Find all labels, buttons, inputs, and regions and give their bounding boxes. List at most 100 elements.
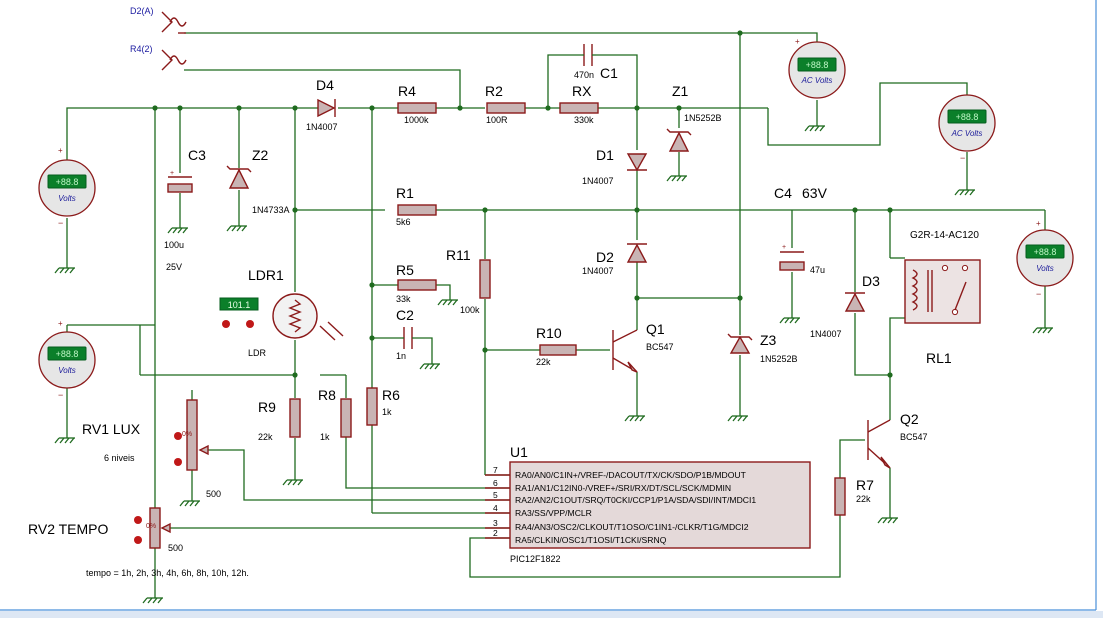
svg-text:101.1: 101.1	[228, 300, 251, 310]
resistor-r5: R5 33k	[396, 262, 437, 304]
svg-text:−: −	[1036, 289, 1041, 299]
svg-text:+: +	[170, 170, 174, 177]
svg-text:R4(2): R4(2)	[130, 44, 153, 54]
potentiometer-rv1: 0% RV1 LUX 6 niveis 500	[82, 399, 221, 499]
u1-pins: 7 6 5 4 3 2 RA0/AN0/C1IN+/VREF-/DACOUT/T…	[485, 465, 756, 545]
svg-text:D2(A): D2(A)	[130, 6, 154, 16]
dc-voltmeter-2: +88.8 Volts + −	[38, 319, 96, 400]
svg-text:RV1 LUX: RV1 LUX	[82, 421, 141, 437]
svg-text:BC547: BC547	[900, 432, 928, 442]
ldr-ldr1: LDR1 LDR 101.1	[219, 267, 344, 358]
svg-text:RV2 TEMPO: RV2 TEMPO	[28, 521, 109, 537]
svg-text:5k6: 5k6	[396, 217, 411, 227]
signal-d2a: D2(A)	[130, 6, 187, 34]
svg-text:D1: D1	[596, 147, 614, 163]
svg-text:1k: 1k	[382, 407, 392, 417]
resistor-r8: R8 1k	[318, 387, 352, 442]
svg-text:500: 500	[206, 489, 221, 499]
svg-text:G2R-14-AC120: G2R-14-AC120	[910, 230, 979, 241]
svg-text:−: −	[58, 218, 63, 228]
u1-pin-number: 3	[493, 518, 498, 528]
svg-text:Q1: Q1	[646, 321, 665, 337]
svg-text:Volts: Volts	[58, 366, 76, 375]
signal-r4-2: R4(2)	[130, 44, 187, 71]
svg-text:100k: 100k	[460, 305, 480, 315]
svg-text:Z2: Z2	[252, 147, 269, 163]
svg-text:6 niveis: 6 niveis	[104, 453, 135, 463]
svg-text:R7: R7	[856, 477, 874, 493]
svg-text:RX: RX	[572, 83, 592, 99]
svg-text:1N5252B: 1N5252B	[684, 113, 722, 123]
svg-text:PIC12F1822: PIC12F1822	[510, 554, 561, 564]
resistor-r10: R10 22k	[536, 325, 577, 367]
junction-dots	[152, 30, 893, 378]
capacitor-c4: + C4 63V 47u	[774, 185, 828, 275]
u1-pin-label: RA4/AN3/OSC2/CLKOUT/T1OSO/C1IN1-/CLKR/T1…	[515, 522, 749, 532]
svg-text:1N4007: 1N4007	[810, 329, 842, 339]
svg-text:D4: D4	[316, 77, 334, 93]
dc-voltmeter-1: +88.8 Volts + −	[38, 146, 96, 228]
resistor-r4: R4 1000k	[397, 83, 437, 125]
svg-text:22k: 22k	[536, 357, 551, 367]
u1-pin-label: RA5/CLKIN/OSC1/T1OSI/T1CKI/SRNQ	[515, 535, 667, 545]
zener-z3: Z3 1N5252B	[727, 332, 798, 364]
svg-text:47u: 47u	[810, 265, 825, 275]
resistor-r7: R7 22k	[834, 477, 874, 516]
svg-text:AC Volts: AC Volts	[801, 76, 833, 85]
u1-pin-number: 5	[493, 490, 498, 500]
svg-text:Volts: Volts	[58, 194, 76, 203]
svg-text:1n: 1n	[396, 351, 406, 361]
svg-text:D3: D3	[862, 273, 880, 289]
svg-text:RL1: RL1	[926, 350, 952, 366]
svg-text:−: −	[960, 153, 965, 163]
u1-pin-label: RA3/SS/VPP/MCLR	[515, 508, 592, 518]
capacitor-c2: C2 1n	[396, 307, 414, 361]
svg-text:C4: C4	[774, 185, 792, 201]
svg-text:500: 500	[168, 543, 183, 553]
svg-text:AC Volts: AC Volts	[951, 129, 983, 138]
u1-pin-label: RA0/AN0/C1IN+/VREF-/DACOUT/TX/CK/SDO/P1B…	[515, 470, 747, 480]
ac-voltmeter-1: +88.8 AC Volts +	[788, 37, 846, 99]
svg-text:+88.8: +88.8	[56, 177, 79, 187]
svg-text:+88.8: +88.8	[1034, 247, 1057, 257]
svg-text:1N4007: 1N4007	[582, 176, 614, 186]
resistor-r1: R1 5k6	[396, 185, 437, 227]
resistor-r2: R2 100R	[485, 83, 526, 125]
svg-text:470n: 470n	[574, 70, 594, 80]
resistor-r9: R9 22k	[258, 398, 301, 442]
capacitor-c1: C1 470n	[574, 44, 618, 81]
svg-text:25V: 25V	[166, 262, 182, 272]
svg-text:LDR1: LDR1	[248, 267, 284, 283]
transistor-q2: Q2 BC547	[867, 411, 928, 469]
svg-text:1N4733A: 1N4733A	[252, 205, 290, 215]
svg-text:+: +	[58, 146, 63, 155]
svg-text:R11: R11	[446, 247, 471, 263]
svg-text:+: +	[782, 244, 786, 251]
resistor-rx: RX 330k	[559, 83, 599, 125]
svg-text:R8: R8	[318, 387, 336, 403]
u1-pin-number: 7	[493, 465, 498, 475]
svg-text:C2: C2	[396, 307, 414, 323]
svg-text:R10: R10	[536, 325, 562, 341]
resistor-r6: R6 1k	[366, 387, 400, 426]
svg-text:1N4007: 1N4007	[582, 266, 614, 276]
diode-d1: D1 1N4007	[582, 147, 648, 186]
diode-d2: D2 1N4007	[582, 243, 648, 276]
svg-text:1N4007: 1N4007	[306, 122, 338, 132]
svg-text:Z3: Z3	[760, 332, 777, 348]
svg-text:R5: R5	[396, 262, 414, 278]
svg-text:C1: C1	[600, 65, 618, 81]
dc-voltmeter-3: +88.8 Volts + −	[1016, 219, 1074, 299]
svg-text:Volts: Volts	[1036, 264, 1054, 273]
svg-text:+: +	[795, 37, 800, 46]
svg-text:R1: R1	[396, 185, 414, 201]
svg-text:+88.8: +88.8	[806, 60, 829, 70]
wires	[66, 32, 1046, 590]
capacitor-c3: + C3 100u 25V	[164, 147, 206, 272]
svg-text:33k: 33k	[396, 294, 411, 304]
svg-text:22k: 22k	[856, 494, 871, 504]
svg-text:+: +	[1036, 219, 1041, 228]
svg-text:tempo = 1h, 2h, 3h, 4h, 6h, 8h: tempo = 1h, 2h, 3h, 4h, 6h, 8h, 10h, 12h…	[86, 568, 249, 578]
svg-text:1N5252B: 1N5252B	[760, 354, 798, 364]
